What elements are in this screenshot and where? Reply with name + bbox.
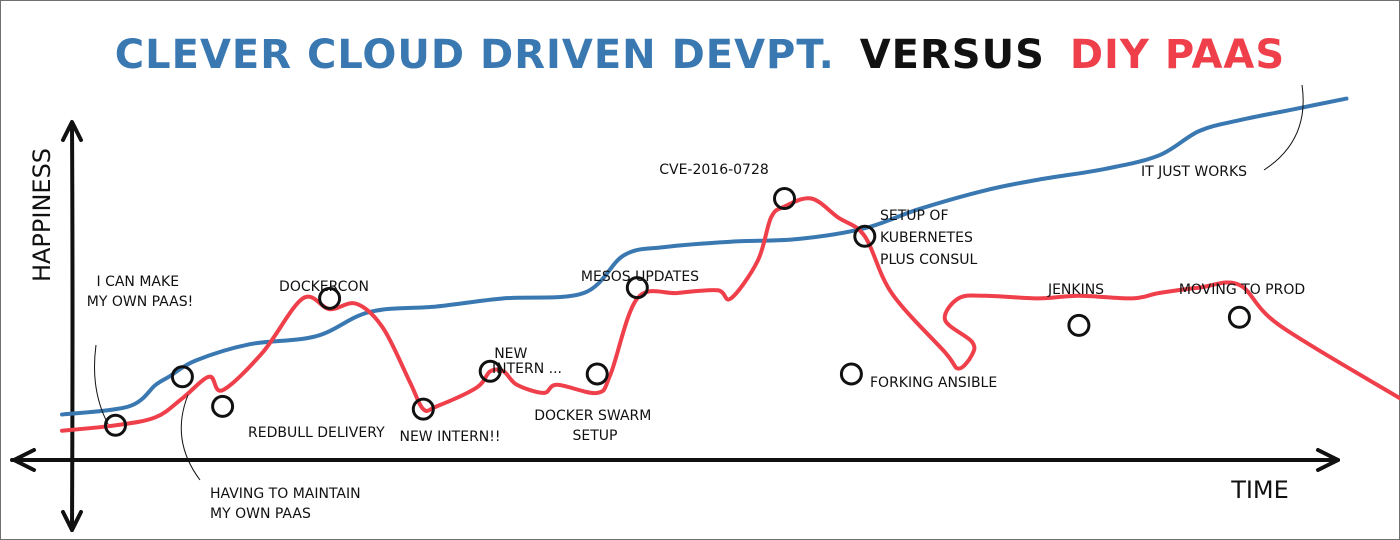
event-marker-8 bbox=[773, 187, 796, 210]
event-marker-3 bbox=[318, 286, 342, 310]
label-swarm-line2: SETUP bbox=[573, 428, 618, 444]
event-marker-9 bbox=[853, 224, 877, 248]
y-axis-arrow-bottom bbox=[61, 510, 83, 532]
leader-lines bbox=[94, 84, 1304, 481]
label-redbull: REDBULL DELIVERY bbox=[248, 425, 385, 441]
label-ansible: FORKING ANSIBLE bbox=[870, 375, 997, 391]
leader-line-maintain bbox=[180, 394, 201, 481]
label-dockercon: DOCKERCON bbox=[279, 279, 369, 295]
label-new-intern-2: NEW INTERN ... bbox=[492, 346, 562, 377]
x-axis-label: TIME bbox=[1230, 476, 1289, 504]
label-kubernetes-line3: PLUS CONSUL bbox=[880, 252, 978, 268]
leader-line-own-paas bbox=[94, 344, 109, 425]
label-own-paas-line1: I CAN MAKE bbox=[97, 274, 180, 290]
event-marker-7 bbox=[625, 276, 649, 300]
label-new-intern-2-line2: INTERN ... bbox=[492, 361, 562, 377]
label-kubernetes-line1: SETUP OF bbox=[880, 208, 949, 224]
event-marker-6 bbox=[585, 362, 609, 386]
label-own-paas: I CAN MAKE MY OWN PAAS! bbox=[87, 274, 193, 310]
x-axis-line bbox=[10, 458, 1340, 463]
label-maintain-line1: HAVING TO MAINTAIN bbox=[210, 486, 361, 502]
y-axis-arrow-top bbox=[61, 120, 83, 142]
event-marker-4 bbox=[411, 397, 435, 421]
label-jenkins: JENKINS bbox=[1047, 282, 1104, 298]
event-marker-2 bbox=[211, 394, 235, 418]
label-it-just-works: IT JUST WORKS bbox=[1141, 164, 1247, 180]
event-marker-12 bbox=[1227, 305, 1251, 329]
leader-line-works bbox=[1263, 84, 1304, 171]
label-own-paas-line2: MY OWN PAAS! bbox=[87, 294, 193, 310]
axes bbox=[10, 120, 1340, 532]
y-axis-line bbox=[70, 123, 75, 532]
event-marker-0 bbox=[104, 413, 127, 437]
series-line-0 bbox=[60, 96, 1349, 417]
annotation-labels: I CAN MAKE MY OWN PAAS! HAVING TO MAINTA… bbox=[87, 162, 1305, 522]
label-kubernetes: SETUP OF KUBERNETES PLUS CONSUL bbox=[880, 208, 978, 268]
label-prod: MOVING TO PROD bbox=[1179, 282, 1305, 298]
label-kubernetes-line2: KUBERNETES bbox=[880, 230, 973, 246]
label-swarm: DOCKER SWARM SETUP bbox=[534, 408, 656, 444]
label-new-intern-2-line1: NEW bbox=[494, 346, 527, 362]
y-axis-label: HAPPINESS bbox=[28, 148, 56, 282]
event-marker-10 bbox=[839, 362, 863, 386]
series-line-1 bbox=[60, 196, 1400, 433]
chart-title: CLEVER CLOUD DRIVEN DEVPT. VERSUS DIY PA… bbox=[115, 32, 1285, 78]
title-part-red: DIY PAAS bbox=[1070, 32, 1285, 78]
label-new-intern-1: NEW INTERN!! bbox=[399, 429, 500, 445]
series-layer bbox=[60, 96, 1400, 433]
event-marker-1 bbox=[170, 365, 194, 389]
label-cve: CVE-2016-0728 bbox=[659, 162, 769, 178]
title-part-versus: VERSUS bbox=[860, 32, 1045, 78]
label-mesos: MESOS UPDATES bbox=[581, 269, 699, 285]
x-axis-arrow-left bbox=[12, 448, 36, 472]
event-marker-5 bbox=[478, 359, 502, 383]
label-swarm-line1: DOCKER SWARM bbox=[534, 408, 651, 424]
x-axis-arrow-right bbox=[1316, 448, 1340, 472]
event-marker-11 bbox=[1067, 313, 1091, 337]
marker-layer bbox=[104, 187, 1251, 437]
label-maintain: HAVING TO MAINTAIN MY OWN PAAS bbox=[210, 486, 365, 522]
title-part-blue: CLEVER CLOUD DRIVEN DEVPT. bbox=[115, 32, 835, 78]
label-maintain-line2: MY OWN PAAS bbox=[210, 506, 311, 522]
